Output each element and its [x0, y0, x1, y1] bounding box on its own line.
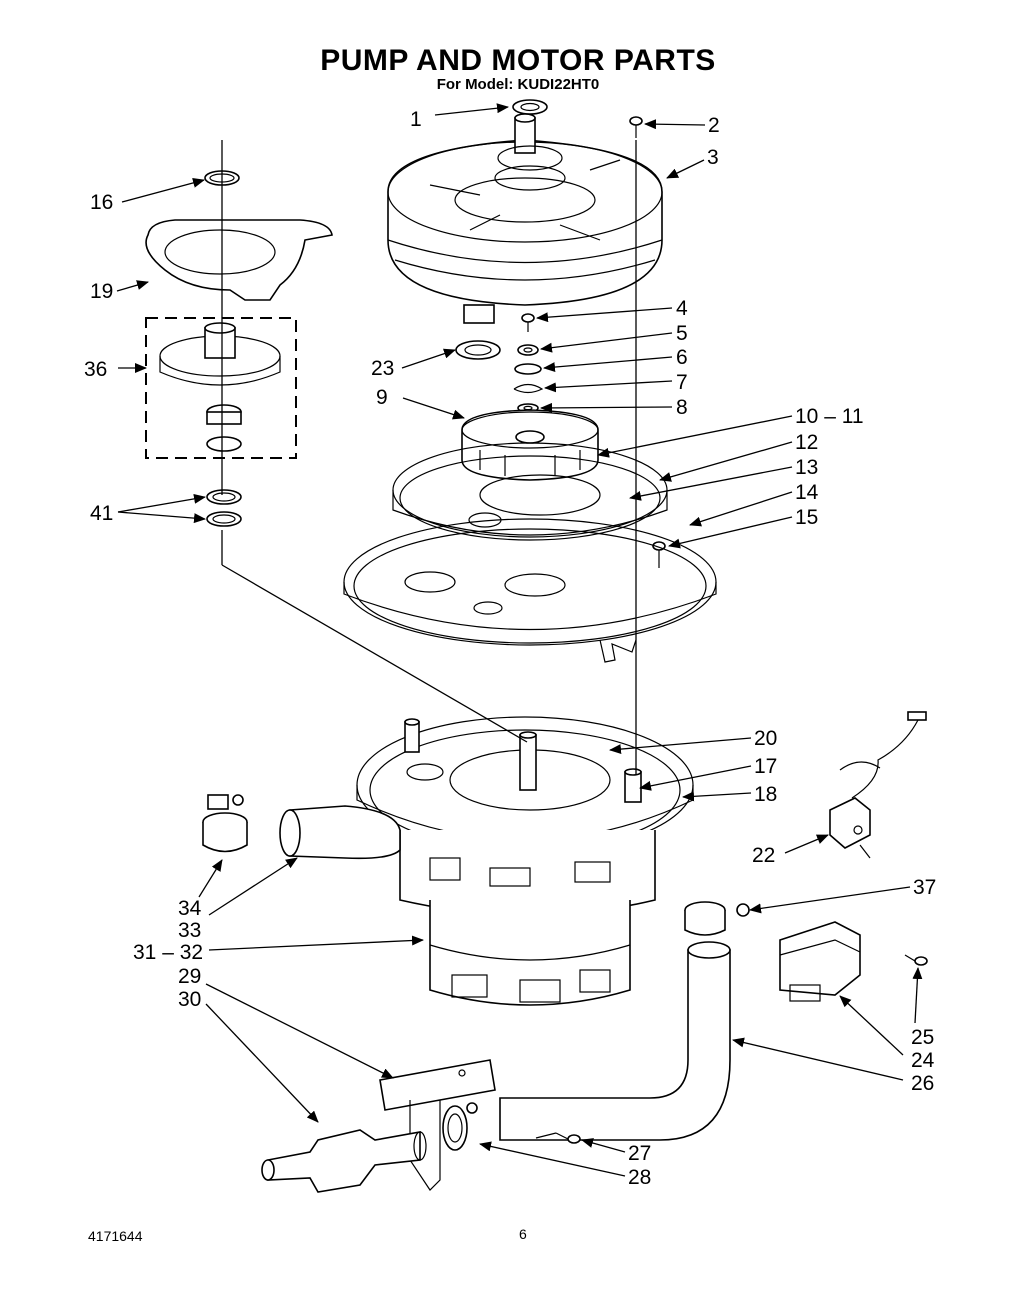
part-base-plate-14: [343, 518, 717, 663]
part-sensor-22: [829, 711, 927, 859]
part-clamp-34: [202, 794, 248, 853]
part-clamp-28: [442, 1102, 478, 1151]
callout-7: 7: [676, 371, 688, 394]
part-clamp-37: [684, 901, 750, 936]
callout-22: 22: [752, 844, 775, 867]
model-subtitle: For Model: KUDI22HT0: [436, 76, 600, 93]
part-motor-cover-3: [387, 113, 663, 324]
callout-20: 20: [754, 727, 777, 750]
callout-24: 24: [911, 1049, 935, 1072]
callout-4: 4: [676, 297, 688, 320]
callout-33: 33: [178, 919, 201, 942]
callout-1: 1: [410, 108, 422, 131]
callout-14: 14: [795, 481, 819, 504]
part-fitting-30: [261, 1129, 427, 1193]
callout-18: 18: [754, 783, 777, 806]
callout-28: 28: [628, 1166, 651, 1189]
part-impeller-9: [461, 409, 599, 481]
part-bracket-24: [779, 921, 861, 1002]
part-screw-2: [629, 116, 643, 138]
callout-15: 15: [795, 506, 818, 529]
part-washer-6: [514, 363, 542, 375]
callout-36: 36: [84, 358, 107, 381]
part-seal-ring-1: [512, 99, 548, 115]
callout-26: 26: [911, 1072, 934, 1095]
part-motor-31-32: [399, 830, 656, 1006]
part-pump-ring-12-13: [392, 442, 668, 541]
part-hose-33: [279, 805, 401, 860]
part-gasket-23: [455, 340, 501, 360]
callout-6: 6: [676, 346, 688, 369]
callout-numbers: 1 2 3 4 5 6 7 8 9 10 – 11 12 13 14 15 16…: [84, 108, 936, 1189]
part-drain-hose-26: [499, 941, 731, 1141]
callout-2: 2: [708, 114, 720, 137]
part-diverter-36: [145, 317, 297, 459]
part-screw-4: [521, 313, 535, 332]
callout-30: 30: [178, 988, 201, 1011]
callout-12: 12: [795, 431, 818, 454]
part-washer-5: [517, 344, 539, 356]
callout-41: 41: [90, 502, 113, 525]
callout-23: 23: [371, 357, 394, 380]
callout-leaders: [116, 103, 923, 1177]
document-number: 4171644: [88, 1228, 143, 1244]
callout-19: 19: [90, 280, 113, 303]
callout-17: 17: [754, 755, 777, 778]
page-title: PUMP AND MOTOR PARTS: [320, 44, 716, 77]
callout-3: 3: [707, 146, 719, 169]
part-screw-25: [904, 954, 928, 966]
part-screw-27: [555, 1132, 581, 1144]
callout-37: 37: [913, 876, 936, 899]
alignment-lines: [221, 140, 637, 1139]
callout-10-11: 10 – 11: [795, 405, 864, 428]
callout-31-32: 31 – 32: [133, 941, 203, 964]
part-clip-7: [513, 383, 544, 394]
part-pump-base-17-18-20: [356, 716, 694, 854]
part-gasket-19: [145, 219, 333, 301]
part-bracket-29: [379, 1059, 496, 1191]
callout-34: 34: [178, 897, 202, 920]
callout-16: 16: [90, 191, 113, 214]
callout-13: 13: [795, 456, 818, 479]
callout-8: 8: [676, 396, 688, 419]
callout-5: 5: [676, 322, 688, 345]
callout-29: 29: [178, 965, 201, 988]
page-number: 6: [519, 1226, 527, 1242]
part-orings-41: [206, 489, 242, 527]
callout-9: 9: [376, 386, 388, 409]
callout-27: 27: [628, 1142, 651, 1165]
callout-25: 25: [911, 1026, 934, 1049]
